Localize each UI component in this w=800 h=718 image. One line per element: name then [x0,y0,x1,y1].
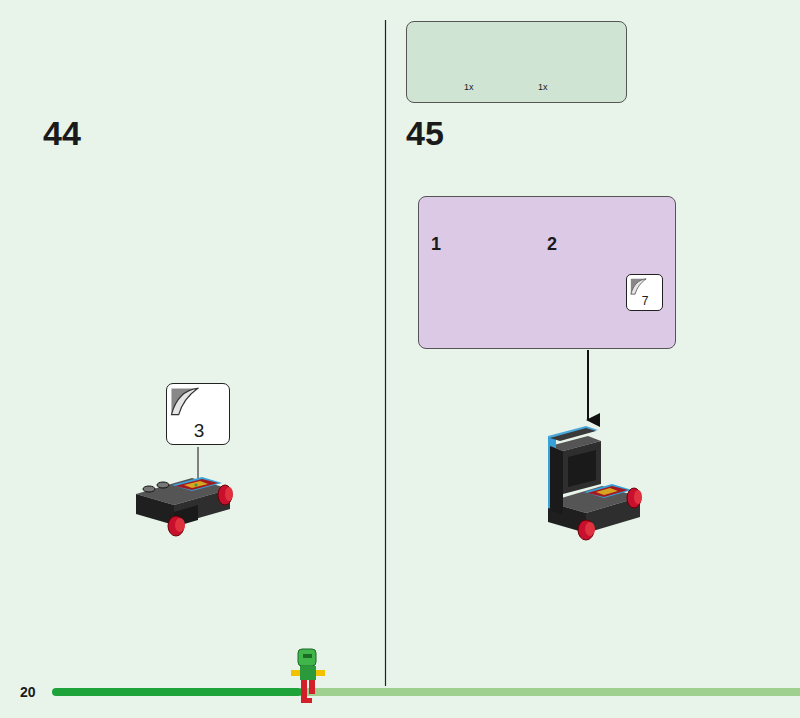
placement-arrow [587,350,589,420]
callout-number: 7 [642,295,649,307]
column-divider [385,20,386,686]
progress-bar [52,688,800,696]
step-44-model [136,447,233,536]
progress-figure [291,649,325,703]
step-number: 44 [43,116,81,150]
part-count: 1x [464,83,474,92]
callout-number: 3 [194,421,205,440]
page-number: 20 [20,685,36,699]
step-number: 45 [406,116,444,150]
page-curl-icon [630,278,647,295]
callout-box: 7 [626,274,663,311]
substep-number: 2 [547,235,557,253]
part-count: 1x [538,83,548,92]
callout-box: 3 [166,383,230,445]
parts-panel: 1x 1x [406,21,627,103]
subassembly-panel: 7 1 2 [418,196,676,349]
substep-number: 1 [431,235,441,253]
page-curl-icon [170,387,199,416]
step-45-model [548,426,642,540]
